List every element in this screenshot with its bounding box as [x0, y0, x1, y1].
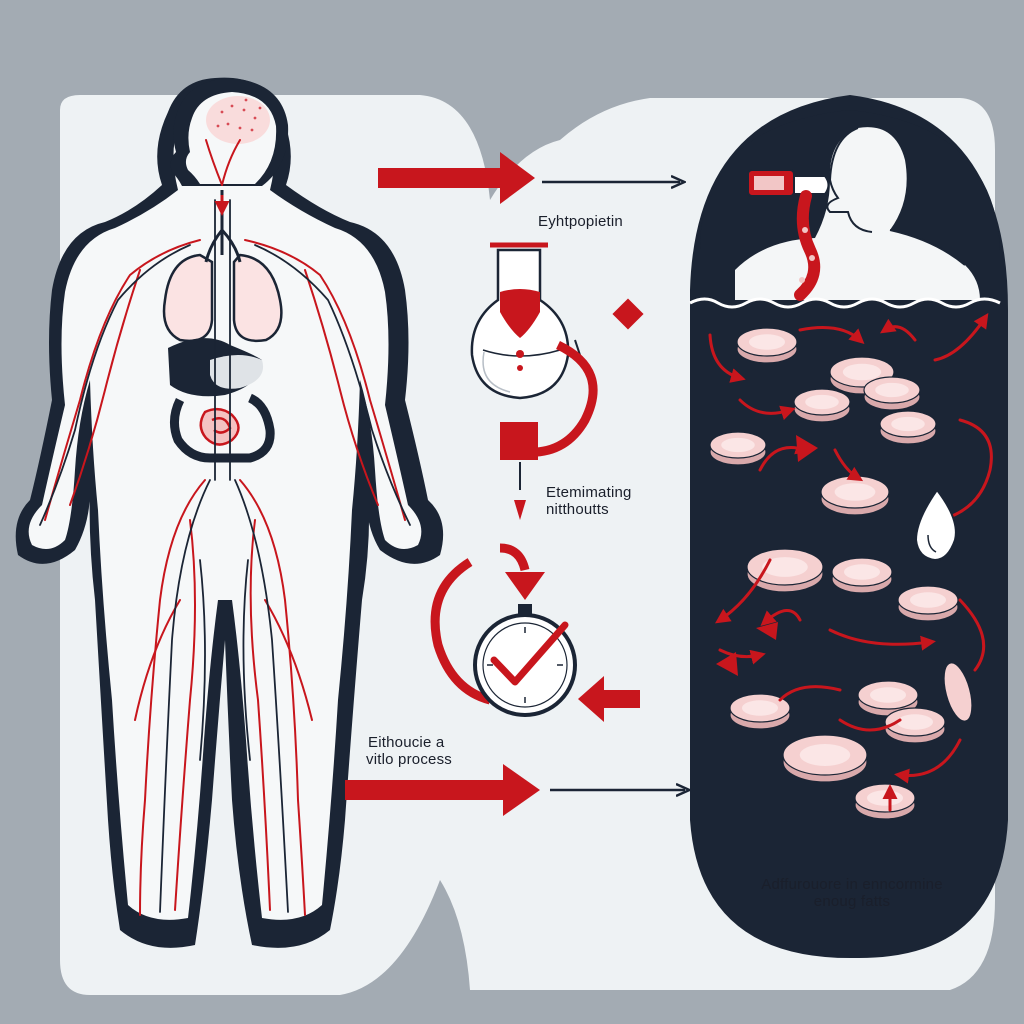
arrow-icon — [500, 340, 598, 520]
person-drinking-icon — [735, 127, 980, 301]
erythropoietin-label: Eyhtpopietin — [538, 213, 623, 230]
red-blood-cell-center — [897, 714, 933, 730]
red-blood-cell-center — [867, 790, 903, 806]
red-blood-cell-center — [805, 394, 839, 410]
introduce-line2: vitlo process — [366, 751, 452, 769]
red-blood-cell-center — [749, 334, 785, 350]
erythropoietin-text: Eyhtpopietin — [538, 213, 623, 230]
arrow-icon — [345, 764, 685, 816]
red-blood-cell-center — [844, 564, 880, 580]
red-blood-cell-center — [891, 416, 925, 432]
adventure-line1: Adffurouore in enncormine — [761, 876, 943, 893]
red-diamond — [612, 298, 644, 330]
red-blood-cell-center — [875, 382, 909, 398]
red-blood-cell-center — [742, 700, 778, 716]
introduce-line1: Eithoucie a — [368, 734, 445, 751]
arrow-icon — [378, 152, 680, 204]
arrow-icon — [578, 676, 640, 722]
adventure-line2: enoug fatts — [813, 893, 891, 911]
blood-vessels — [39, 139, 411, 916]
stopwatch-icon — [430, 543, 577, 717]
flow-arrows — [708, 313, 993, 812]
checkmark-icon — [490, 621, 569, 686]
introduce-label: Eithoucie a vitlo process — [366, 734, 452, 769]
eliminating-line1: Etemimating — [546, 484, 632, 501]
red-blood-cell-center — [910, 592, 946, 608]
adventure-label: Adffurouore in enncormine enoug fatts — [722, 876, 982, 911]
eliminating-line2: nitthoutts — [546, 501, 609, 519]
red-blood-cell-center — [870, 687, 906, 703]
red-blood-cell-center — [799, 744, 851, 766]
red-blood-cell-center — [721, 437, 755, 453]
red-blood-cell-center — [842, 363, 882, 381]
drop-icon — [914, 488, 957, 562]
brain-icon — [206, 96, 270, 144]
eliminating-label: Etemimating nitthoutts — [546, 484, 632, 519]
liquid-surface — [689, 297, 1001, 309]
red-blood-cell — [943, 662, 973, 722]
red-blood-cells-icon — [709, 327, 973, 820]
red-blood-cell-center — [762, 557, 808, 577]
red-blood-cell-center — [834, 483, 876, 501]
red-arrowheads — [716, 435, 818, 676]
